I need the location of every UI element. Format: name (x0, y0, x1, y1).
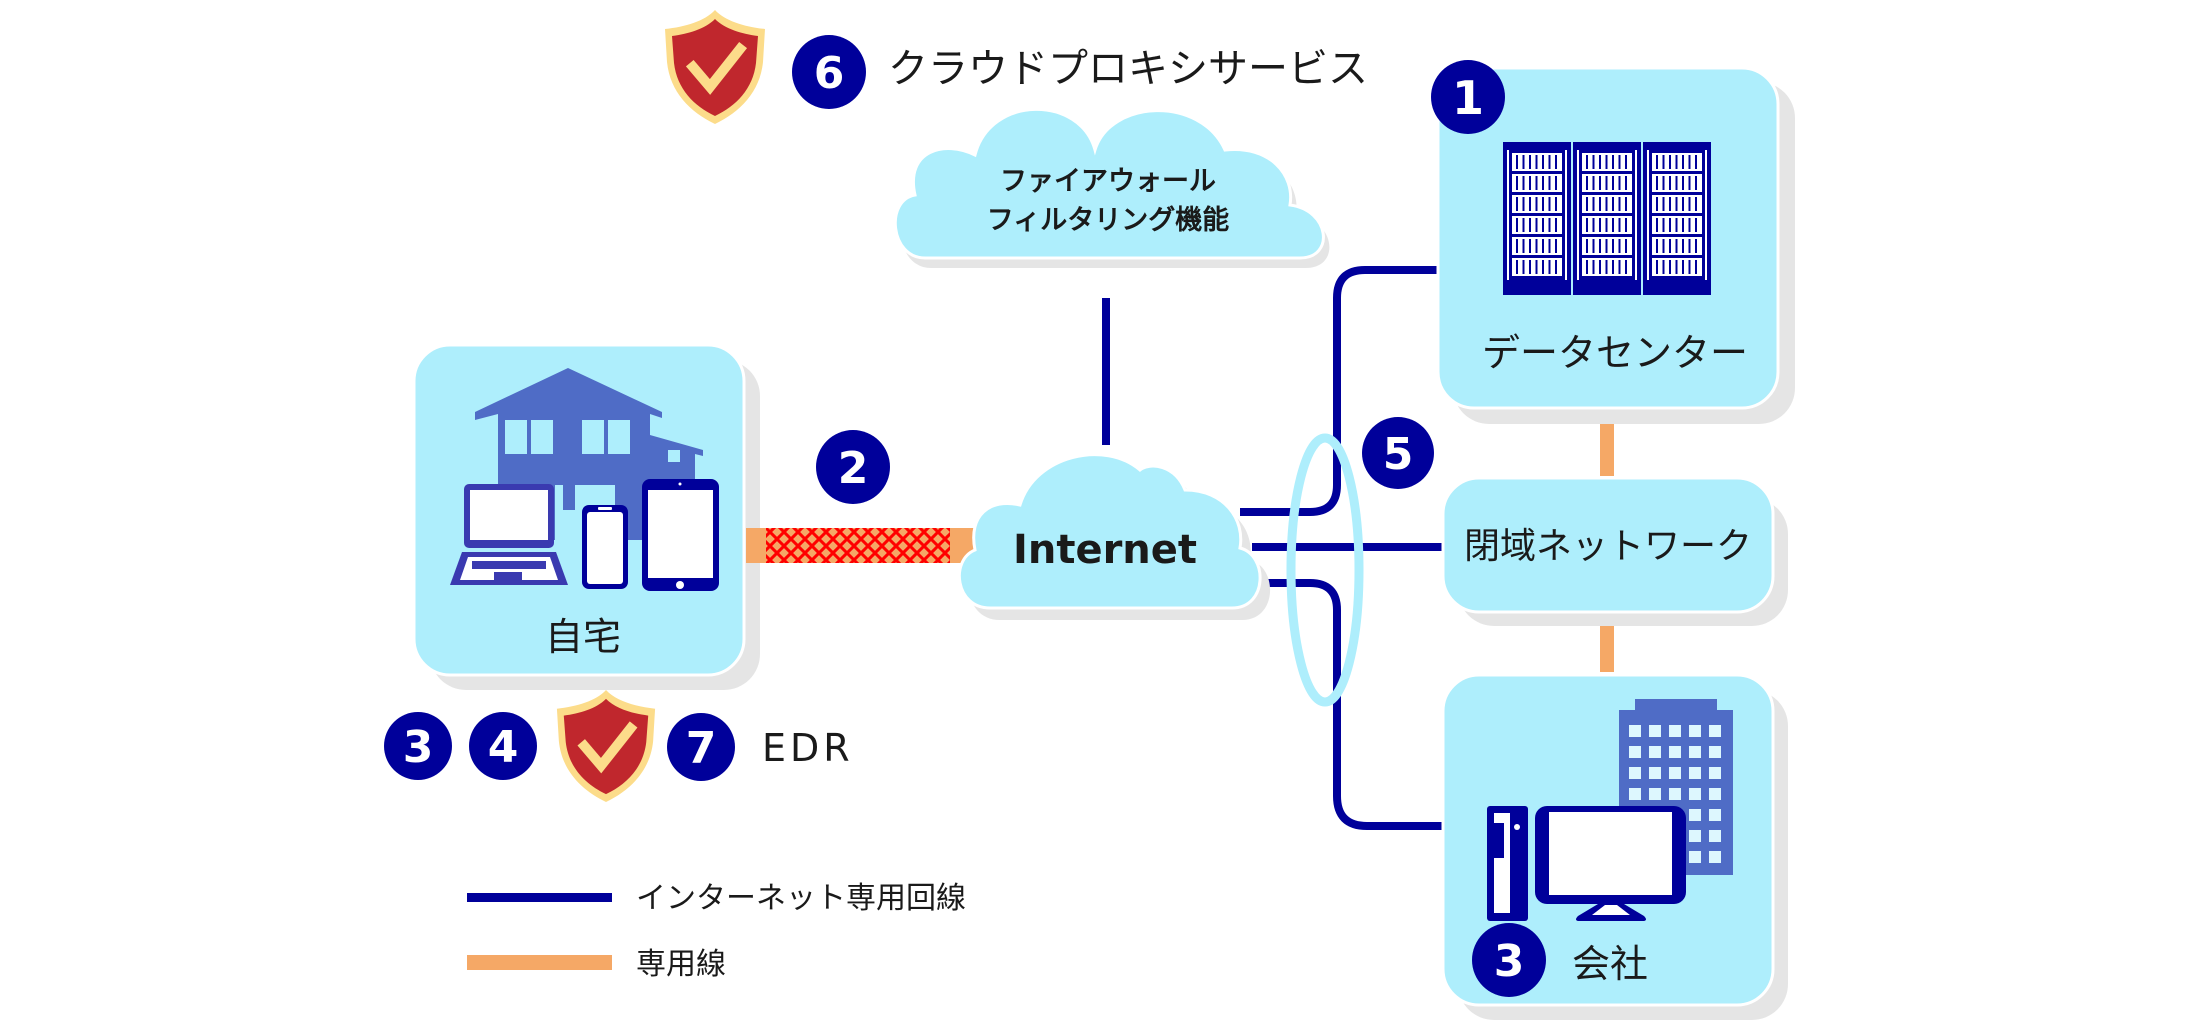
endpoint-badge-4: 4 (469, 712, 537, 780)
line-group-badge: 5 (1362, 417, 1434, 489)
svg-text:3: 3 (1494, 936, 1525, 987)
internet-label: Internet (1013, 527, 1197, 573)
legend-dedicated-line-swatch (467, 955, 612, 970)
vpn-badge: 2 (816, 430, 890, 504)
server-rack-icon (1503, 142, 1711, 295)
svg-text:1: 1 (1452, 71, 1484, 125)
proxy-shield-icon (665, 10, 765, 124)
closed-network-box: 閉域ネットワーク (1441, 476, 1788, 626)
internet-cloud: Internet (958, 453, 1271, 620)
svg-text:3: 3 (403, 722, 434, 773)
vpn-tunnel (746, 528, 978, 563)
internet-lines (1102, 266, 1443, 830)
closed-network-label: 閉域ネットワーク (1464, 526, 1752, 567)
internet-to-datacenter-line (1240, 266, 1440, 516)
edr-label: EDR (762, 726, 854, 770)
server-rack (1643, 142, 1711, 295)
company-label: 会社 (1572, 942, 1648, 986)
svg-text:2: 2 (838, 443, 869, 494)
svg-text:7: 7 (686, 723, 717, 774)
proxy-title: クラウドプロキシサービス (888, 46, 1368, 92)
svg-text:6: 6 (814, 48, 845, 99)
company-badge: 3 (1472, 923, 1546, 997)
svg-text:4: 4 (488, 722, 519, 773)
internet-to-company-line (1255, 579, 1443, 830)
datacenter-badge: 1 (1431, 60, 1505, 134)
legend-dedicated-line-label: 専用線 (636, 947, 726, 982)
home-box: 自宅 (412, 343, 760, 690)
cloud-label-line1: ファイアウォール (1000, 166, 1216, 197)
closed-to-company-line (1600, 614, 1614, 672)
server-rack (1503, 142, 1571, 295)
cloud-label-line2: フィルタリング機能 (987, 204, 1229, 236)
datacenter-to-closed-line (1600, 410, 1614, 476)
svg-text:5: 5 (1383, 429, 1414, 480)
line-group-ellipse (1286, 433, 1364, 707)
datacenter-box: データセンター (1436, 66, 1795, 424)
legend-internet-line-swatch (467, 893, 612, 902)
proxy-badge: 6 (792, 35, 866, 109)
endpoint-badge-7: 7 (667, 713, 735, 781)
endpoint-badge-3: 3 (384, 712, 452, 780)
company-box: 会社 (1441, 673, 1788, 1020)
desktop-pc-icon (1487, 806, 1686, 921)
datacenter-label: データセンター (1482, 331, 1748, 375)
endpoint-shield-icon (557, 690, 655, 802)
laptop-icon (450, 484, 568, 585)
legend-internet-line-label: インターネット専用回線 (636, 881, 966, 916)
home-label: 自宅 (545, 615, 621, 659)
tablet-icon (642, 479, 719, 591)
firewall-cloud: ファイアウォール フィルタリング機能 (893, 107, 1330, 268)
legend: インターネット専用回線 専用線 (467, 881, 966, 982)
server-rack (1573, 142, 1641, 295)
smartphone-icon (582, 505, 628, 589)
